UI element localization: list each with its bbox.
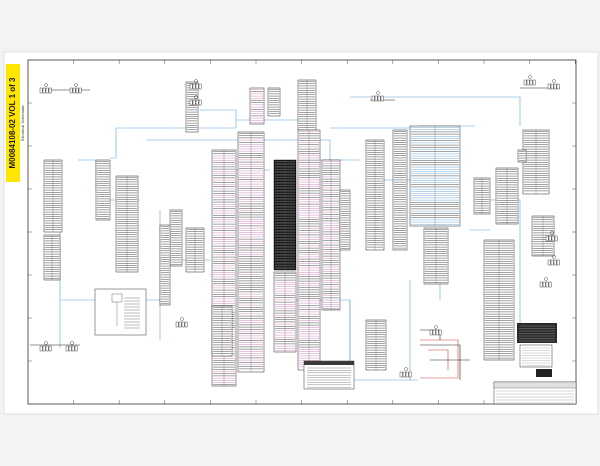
connector-detail-box	[94, 288, 147, 336]
component-blocks	[39, 75, 560, 387]
document-title-label: M0084108-02 VOL 1 of 3	[8, 77, 17, 169]
legend-table	[517, 323, 557, 377]
border-ticks	[27, 59, 576, 405]
title-block	[493, 381, 577, 405]
document-sub-label: Electrical Schematic	[20, 105, 25, 142]
document-label-band	[6, 64, 20, 182]
notes-table	[303, 360, 355, 390]
